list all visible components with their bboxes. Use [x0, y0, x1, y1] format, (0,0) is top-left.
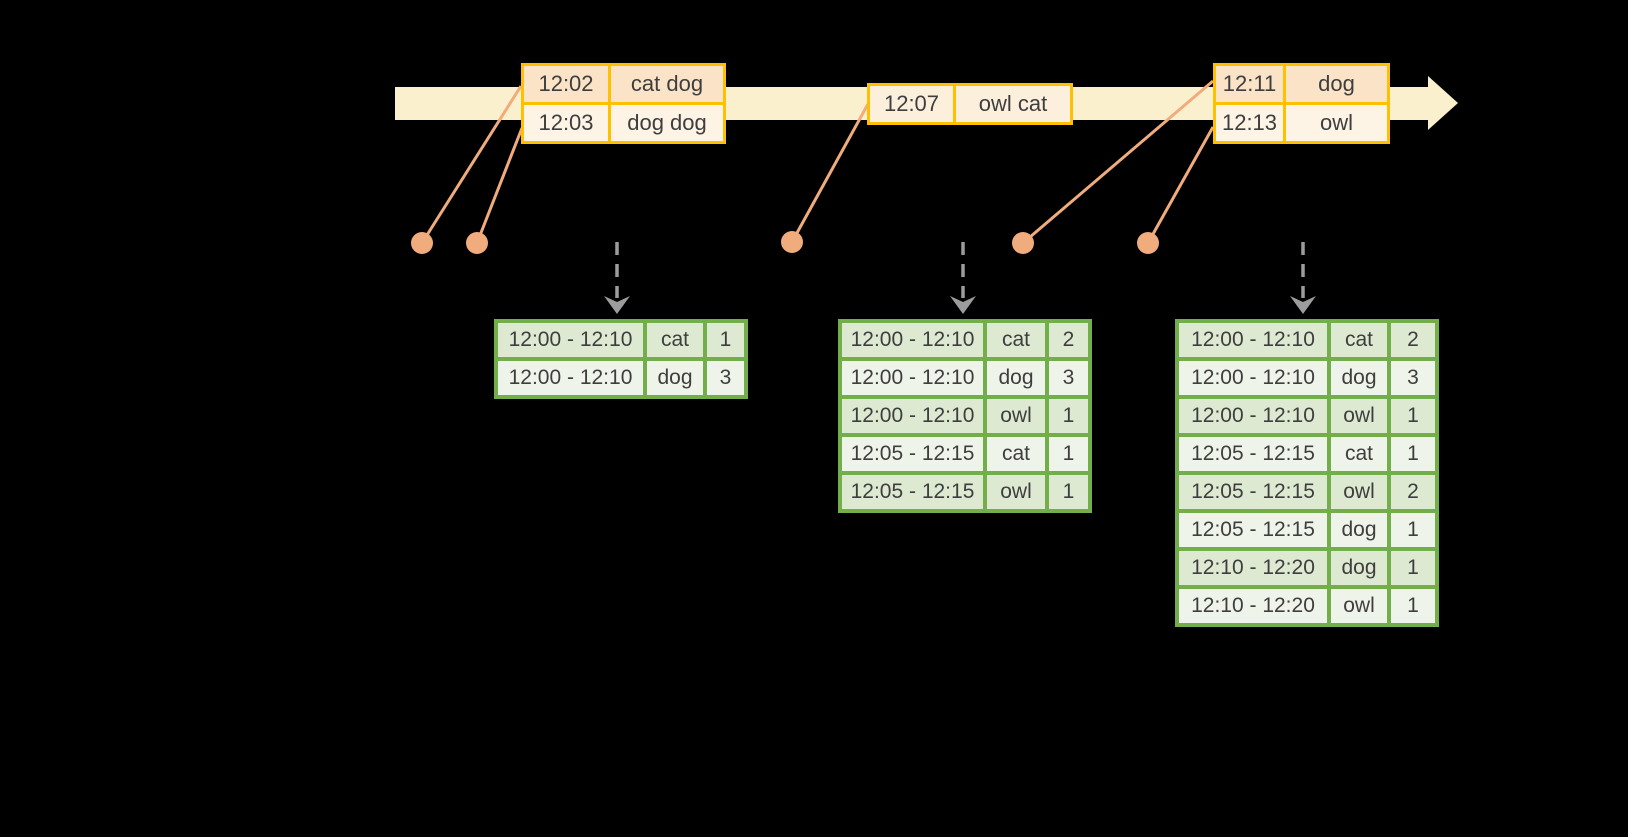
- connector-line-1203: [475, 127, 524, 244]
- event-table-2-cell-text: owl cat: [953, 83, 1073, 125]
- result-table-3-cell-count: 3: [1387, 357, 1439, 399]
- event-table-3-cell-time: 12:11: [1213, 63, 1286, 105]
- connector-line-1202: [420, 85, 523, 244]
- result-table-3-cell-count: 1: [1387, 509, 1439, 551]
- result-table-3-cell-count: 2: [1387, 471, 1439, 513]
- result-table-2-cell-word: cat: [983, 433, 1049, 475]
- event-dot-1207: [781, 231, 803, 253]
- result-table-2-cell-word: owl: [983, 395, 1049, 437]
- event-table-2-cell-time: 12:07: [867, 83, 956, 125]
- result-table-3-cell-word: cat: [1327, 319, 1391, 361]
- result-table-1-cell-word: cat: [643, 319, 707, 361]
- result-table-2-cell-window: 12:00 - 12:10: [838, 319, 987, 361]
- result-table-3-cell-window: 12:00 - 12:10: [1175, 395, 1331, 437]
- result-table-3-cell-window: 12:10 - 12:20: [1175, 585, 1331, 627]
- result-table-1-cell-window: 12:00 - 12:10: [494, 357, 647, 399]
- event-table-1-cell-time: 12:03: [521, 102, 611, 144]
- result-table-3-cell-word: cat: [1327, 433, 1391, 475]
- result-table-3-cell-word: dog: [1327, 357, 1391, 399]
- result-table-2-cell-window: 12:05 - 12:15: [838, 433, 987, 475]
- result-table-3-cell-count: 1: [1387, 395, 1439, 437]
- result-table-2-cell-count: 3: [1045, 357, 1092, 399]
- result-table-1-cell-count: 3: [703, 357, 748, 399]
- result-table-2-cell-window: 12:00 - 12:10: [838, 357, 987, 399]
- event-dot-1203: [466, 232, 488, 254]
- result-table-1-cell-word: dog: [643, 357, 707, 399]
- result-table-3-cell-count: 1: [1387, 585, 1439, 627]
- event-table-3-cell-text: dog: [1283, 63, 1390, 105]
- result-table-2-cell-window: 12:00 - 12:10: [838, 395, 987, 437]
- result-table-2-cell-count: 1: [1045, 395, 1092, 437]
- result-table-3-cell-word: owl: [1327, 585, 1391, 627]
- connector-line-1207: [790, 103, 870, 243]
- timeline-arrowhead-icon: [1428, 76, 1458, 130]
- result-table-3-cell-word: owl: [1327, 471, 1391, 513]
- result-table-3-cell-window: 12:00 - 12:10: [1175, 357, 1331, 399]
- result-table-2-cell-count: 2: [1045, 319, 1092, 361]
- connector-line-1213: [1146, 126, 1215, 244]
- result-table-3-cell-count: 2: [1387, 319, 1439, 361]
- result-table-3-cell-word: dog: [1327, 509, 1391, 551]
- result-table-3-cell-window: 12:10 - 12:20: [1175, 547, 1331, 589]
- result-table-2-cell-count: 1: [1045, 433, 1092, 475]
- event-dot-1202: [411, 232, 433, 254]
- result-table-2-cell-window: 12:05 - 12:15: [838, 471, 987, 513]
- event-table-3-cell-text: owl: [1283, 102, 1390, 144]
- event-table-1-cell-text: dog dog: [608, 102, 726, 144]
- trigger-arrowhead-icon-1: [604, 296, 630, 314]
- event-dot-1213: [1137, 232, 1159, 254]
- event-table-3-cell-time: 12:13: [1213, 102, 1286, 144]
- result-table-2-cell-word: dog: [983, 357, 1049, 399]
- result-table-2-cell-word: cat: [983, 319, 1049, 361]
- result-table-1-cell-count: 1: [703, 319, 748, 361]
- result-table-3-cell-word: owl: [1327, 395, 1391, 437]
- result-table-2-cell-count: 1: [1045, 471, 1092, 513]
- result-table-2-cell-word: owl: [983, 471, 1049, 513]
- result-table-3-cell-window: 12:05 - 12:15: [1175, 509, 1331, 551]
- result-table-3-cell-window: 12:05 - 12:15: [1175, 433, 1331, 475]
- event-table-1-cell-text: cat dog: [608, 63, 726, 105]
- result-table-3-cell-count: 1: [1387, 433, 1439, 475]
- event-dot-1211: [1012, 232, 1034, 254]
- result-table-3-cell-window: 12:05 - 12:15: [1175, 471, 1331, 513]
- connector-line-1211: [1022, 79, 1214, 245]
- result-table-3-cell-window: 12:00 - 12:10: [1175, 319, 1331, 361]
- result-table-3-cell-count: 1: [1387, 547, 1439, 589]
- event-table-1-cell-time: 12:02: [521, 63, 611, 105]
- result-table-1-cell-window: 12:00 - 12:10: [494, 319, 647, 361]
- result-table-3-cell-word: dog: [1327, 547, 1391, 589]
- trigger-arrowhead-icon-2: [950, 296, 976, 314]
- trigger-arrowhead-icon-3: [1290, 296, 1316, 314]
